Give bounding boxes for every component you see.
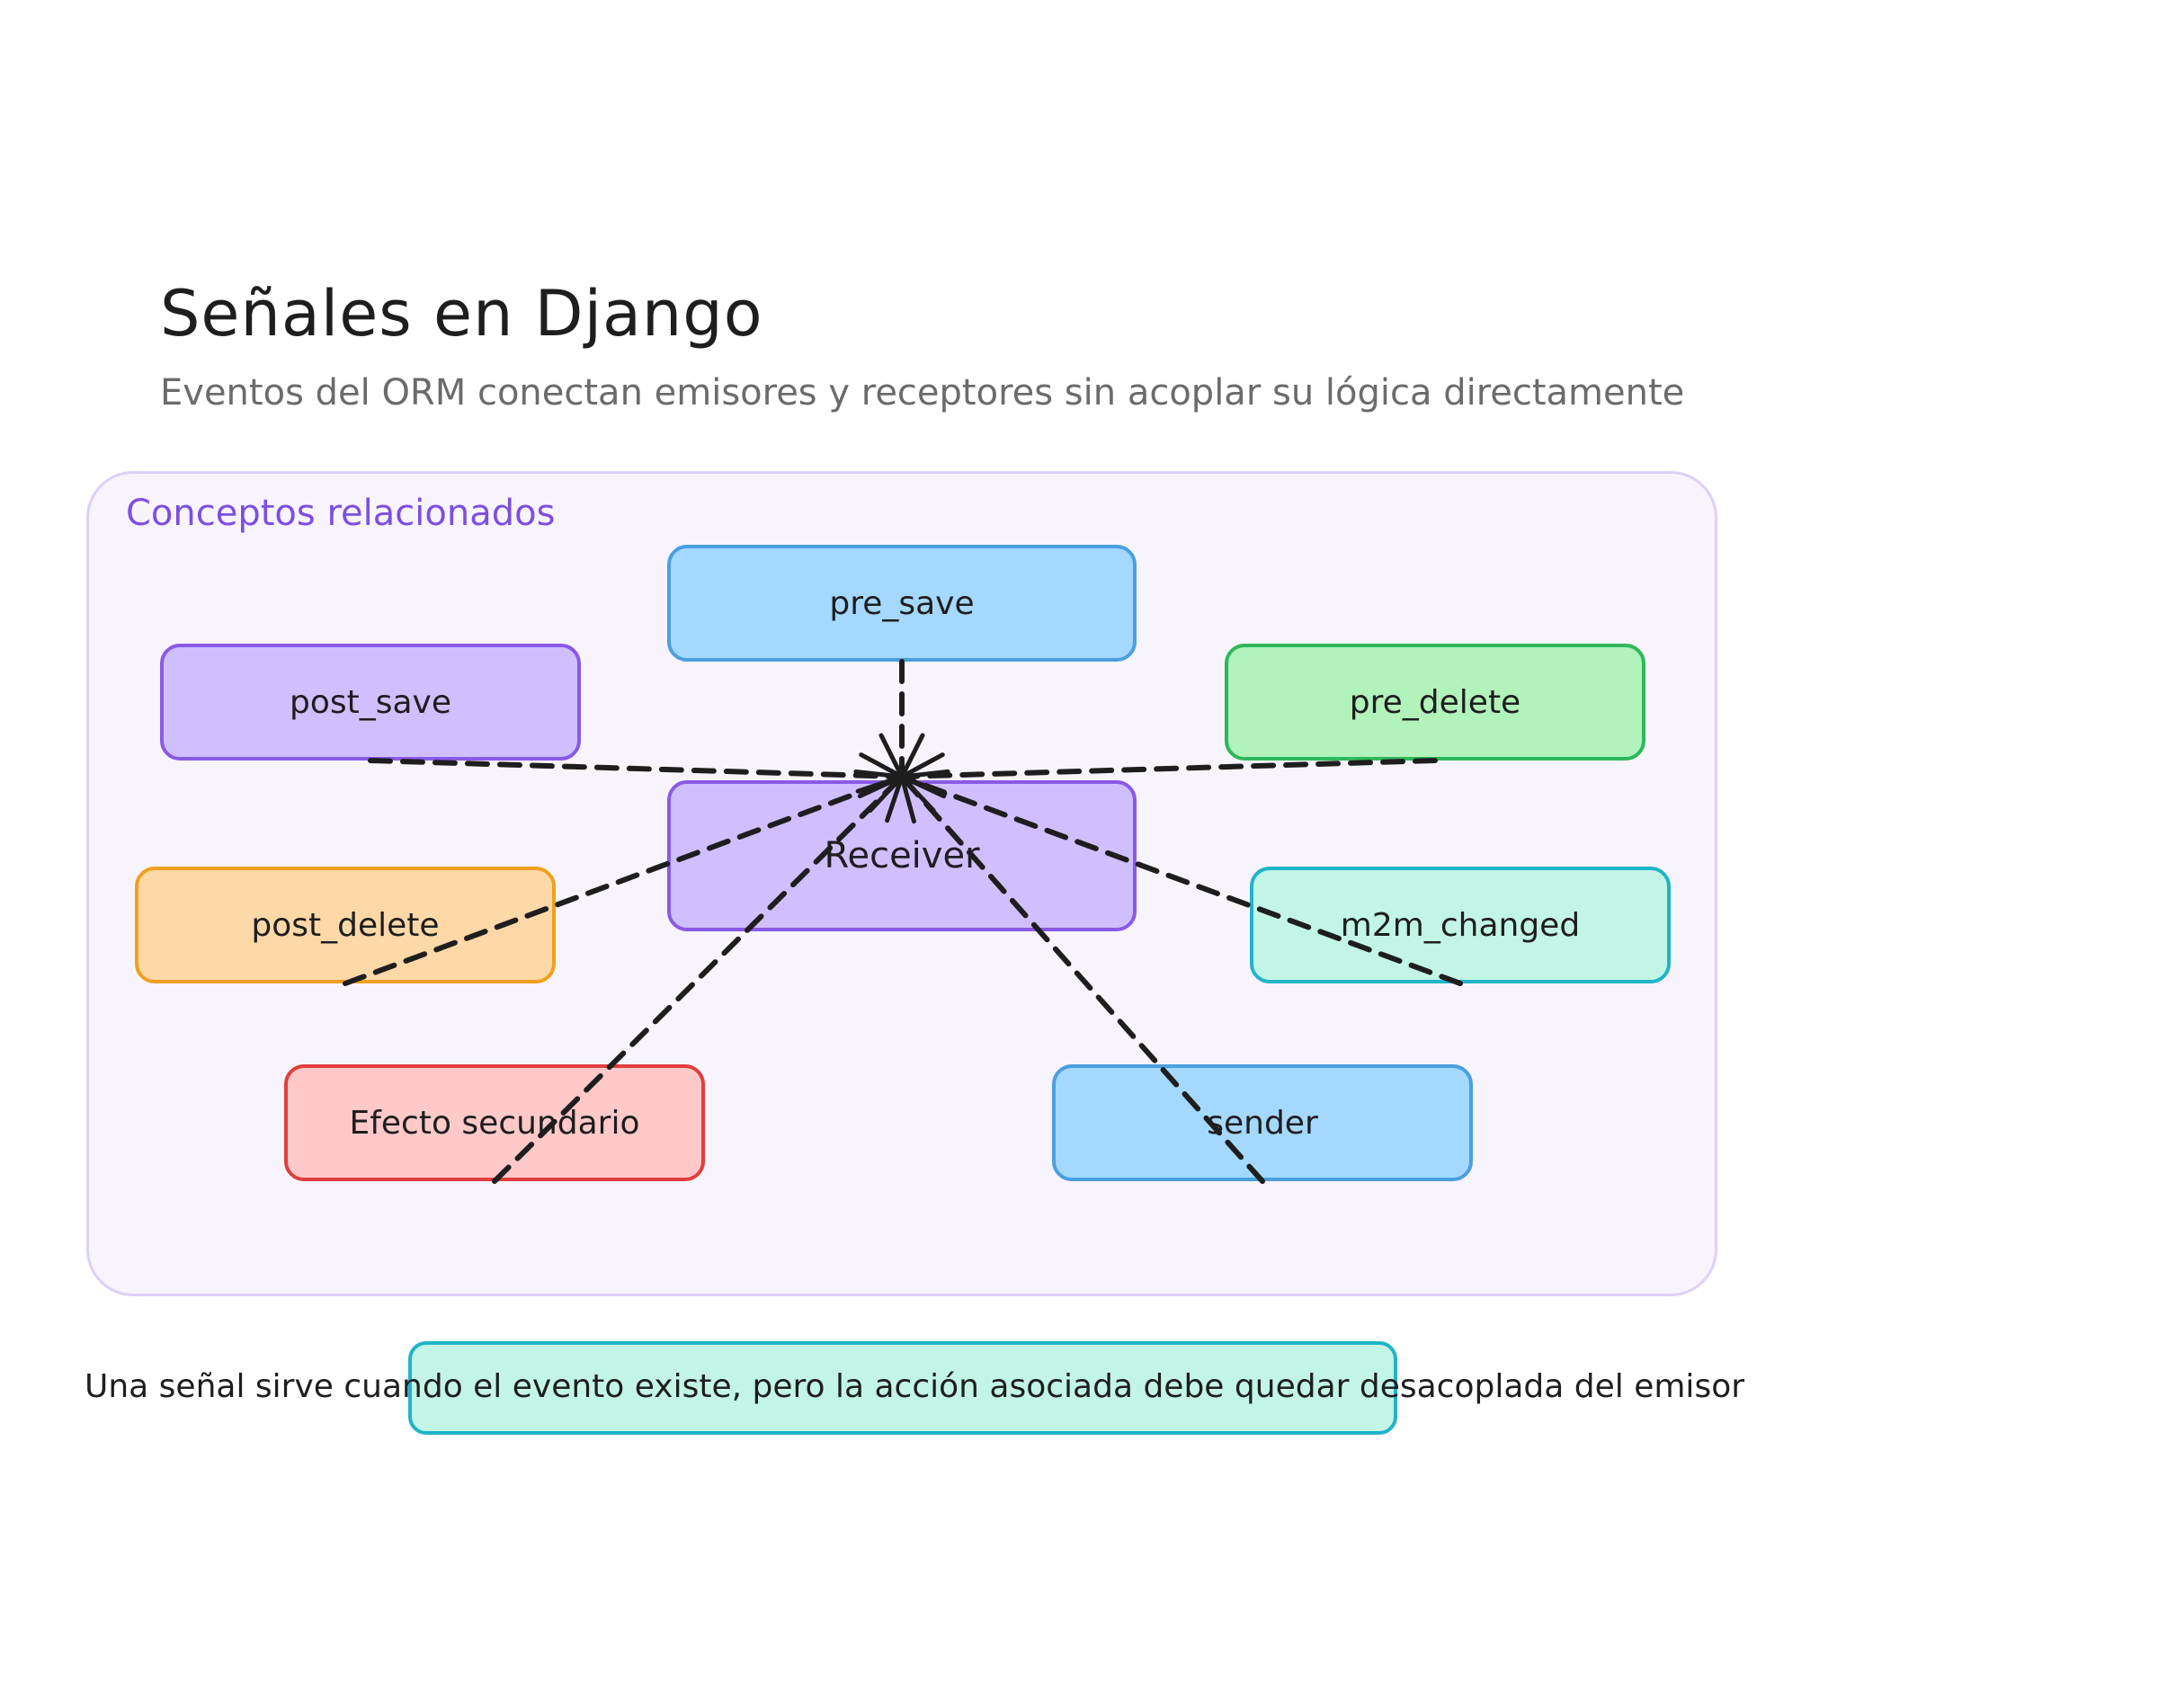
node-label: post_delete	[251, 906, 440, 944]
node-label: pre_save	[829, 584, 975, 622]
caption-text: Una señal sirve cuando el evento existe,…	[85, 1368, 1745, 1405]
node-label: Receiver	[824, 835, 980, 876]
node-pre-delete[interactable]: pre_delete	[1225, 644, 1645, 761]
diagram-subtitle: Eventos del ORM conectan emisores y rece…	[160, 372, 1685, 414]
node-label: sender	[1207, 1104, 1318, 1142]
node-label: Efecto secundario	[349, 1104, 640, 1142]
node-receiver[interactable]: Receiver	[667, 780, 1137, 931]
node-m2m-changed[interactable]: m2m_changed	[1250, 867, 1671, 983]
node-pre-save[interactable]: pre_save	[667, 545, 1137, 662]
group-label: Conceptos relacionados	[126, 493, 556, 534]
node-post-save[interactable]: post_save	[160, 644, 581, 761]
node-label: pre_delete	[1349, 683, 1521, 721]
node-label: post_save	[289, 683, 452, 721]
node-sender[interactable]: sender	[1052, 1064, 1473, 1181]
diagram-title: Señales en Django	[160, 277, 763, 351]
node-label: m2m_changed	[1340, 906, 1581, 944]
caption-highlight	[408, 1341, 1397, 1435]
node-efecto-secundario[interactable]: Efecto secundario	[284, 1064, 705, 1181]
node-post-delete[interactable]: post_delete	[135, 867, 556, 983]
